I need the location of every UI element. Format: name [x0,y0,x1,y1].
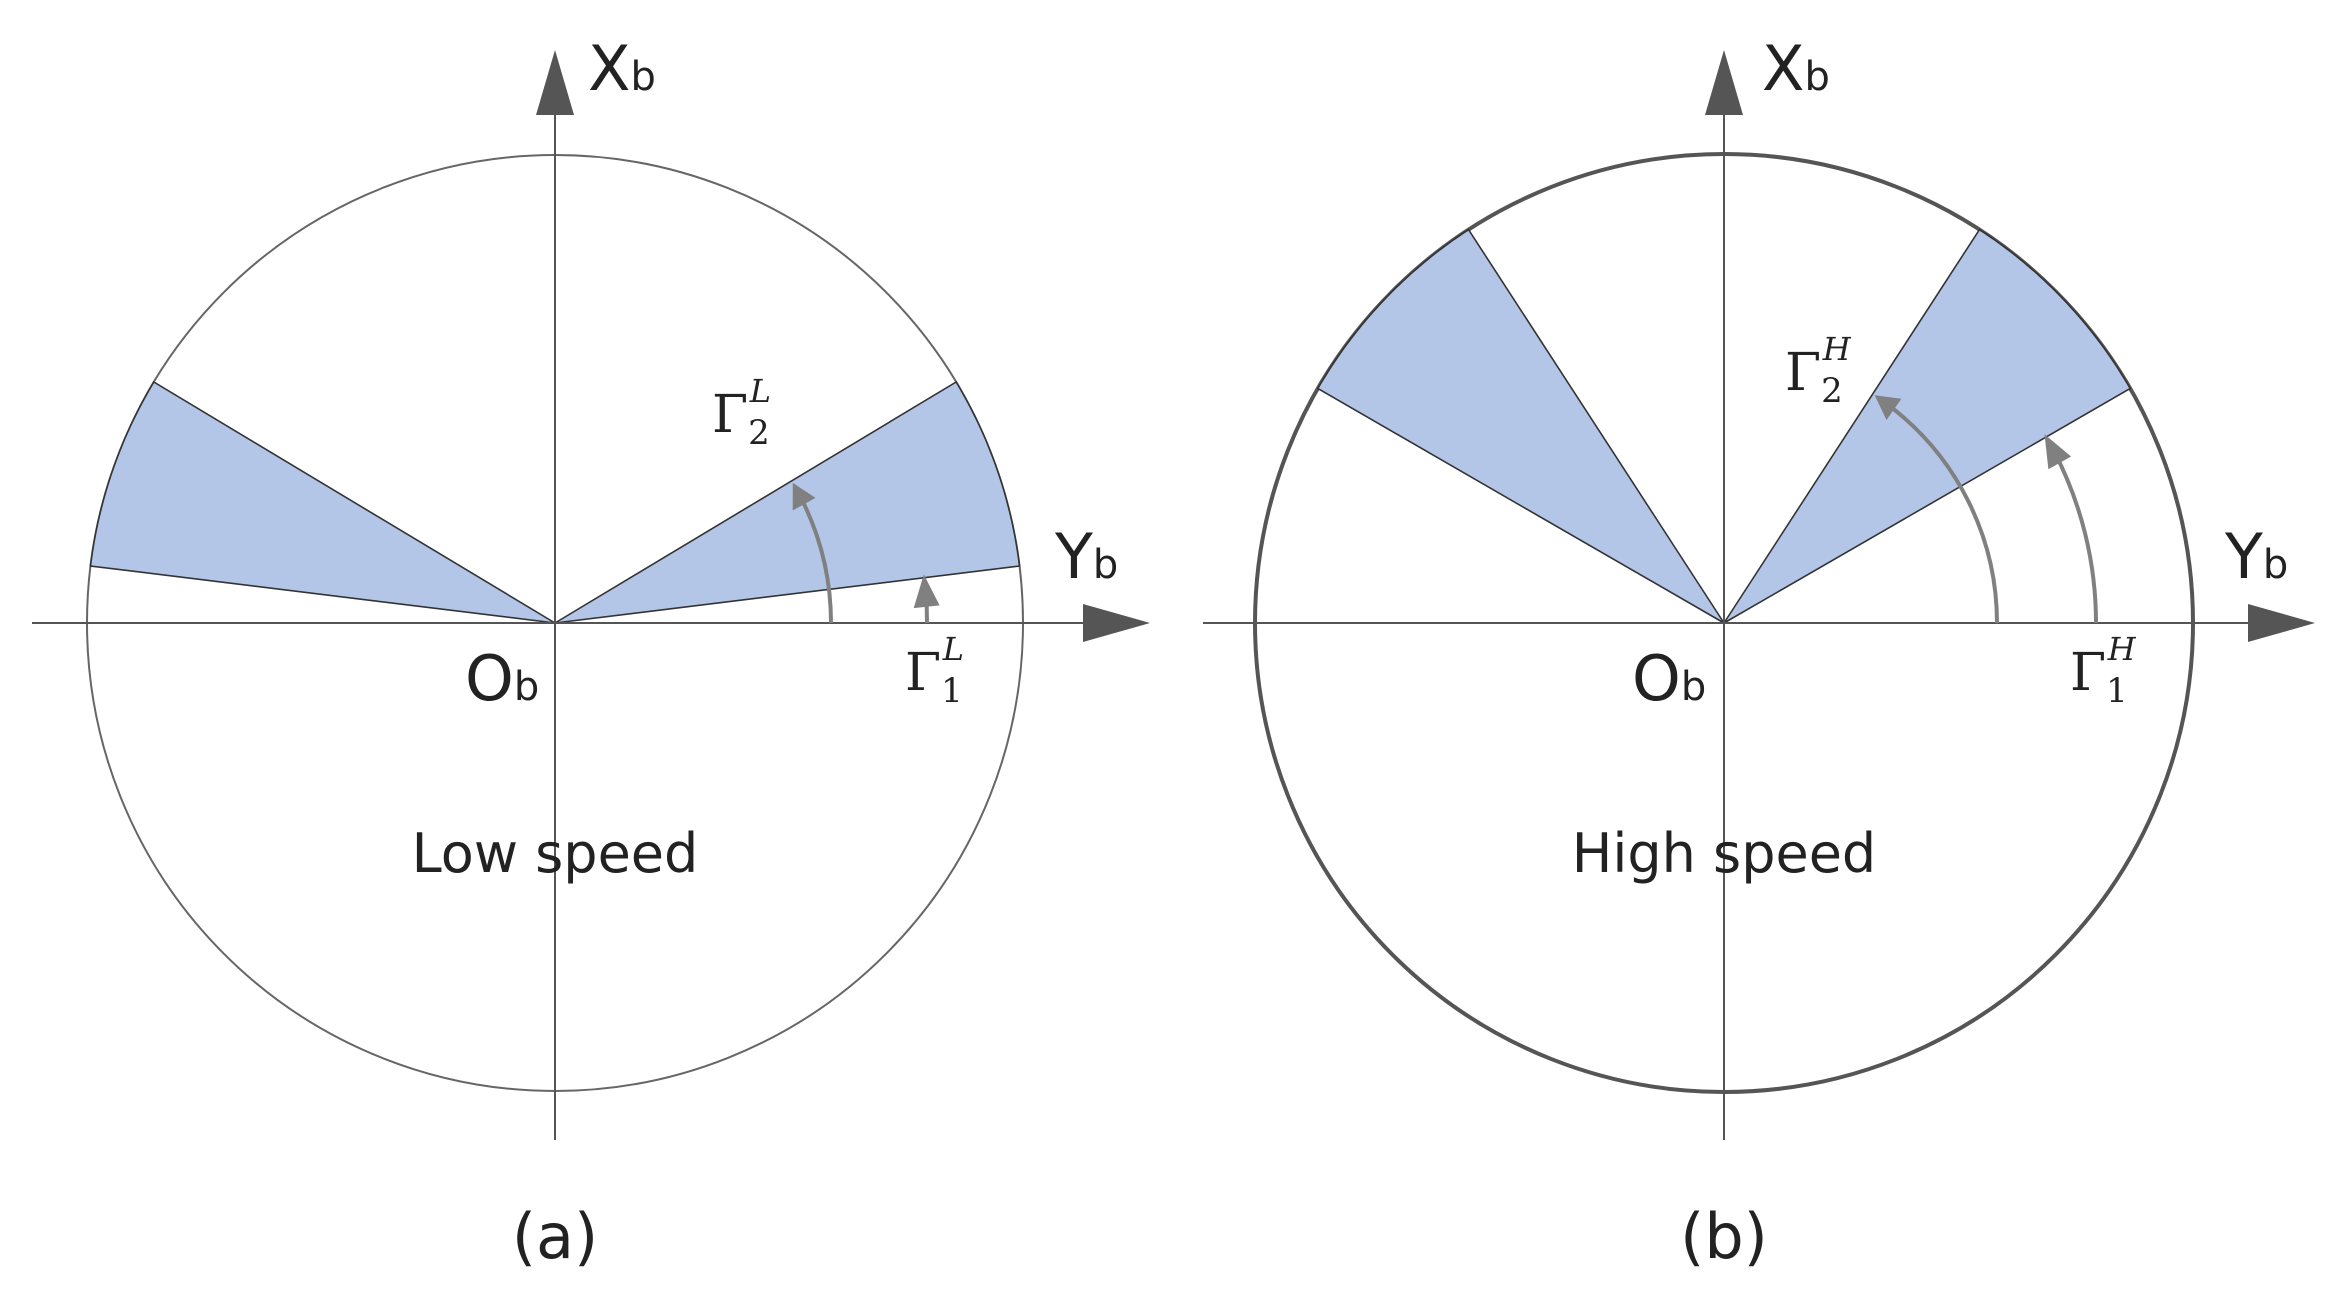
xb-arrowhead-a [536,50,574,115]
gamma2-label-b: Γ2H [1785,330,1852,411]
gamma1-arrowhead-b [2044,434,2072,470]
sector-right-b [1723,228,2132,624]
gamma1-label-b: Γ1H [2070,630,2137,711]
yb-axis-label-a: Yb [1054,520,1118,593]
sector-left-a [89,380,556,624]
panel-a: Xb Yb Ob Γ2L Γ1L Low speed (a) [32,32,1150,1273]
xb-arrowhead-b [1705,50,1743,115]
gamma2-arrowhead-a [792,482,816,511]
gamma2-arrowhead-b [1874,395,1902,420]
speed-label-b: High speed [1572,822,1876,885]
panel-b: Xb Yb Ob Γ2H Γ1H High speed (b) [1203,32,2315,1273]
gamma2-angle-arc-a [799,496,833,624]
gamma1-arrowhead-a [913,574,940,609]
gamma1-angle-arc-b [2052,450,2099,624]
origin-label-a: Ob [465,642,539,715]
sector-right-a [554,380,1021,624]
panel-caption-a: (a) [512,1200,598,1273]
gamma2-label-a: Γ2L [712,372,771,453]
origin-label-b: Ob [1632,642,1706,715]
gamma1-label-a: Γ1L [905,630,964,711]
sector-left-b [1316,228,1725,624]
yb-arrowhead-b [2248,604,2315,642]
gamma2-angle-arc-b [1887,403,1999,624]
speed-label-a: Low speed [412,822,699,885]
xb-axis-label-a: Xb [588,32,656,105]
yb-axis-label-b: Yb [2224,520,2288,593]
xb-axis-label-b: Xb [1762,32,1830,105]
panel-caption-b: (b) [1680,1200,1768,1273]
yb-arrowhead-a [1083,604,1150,642]
